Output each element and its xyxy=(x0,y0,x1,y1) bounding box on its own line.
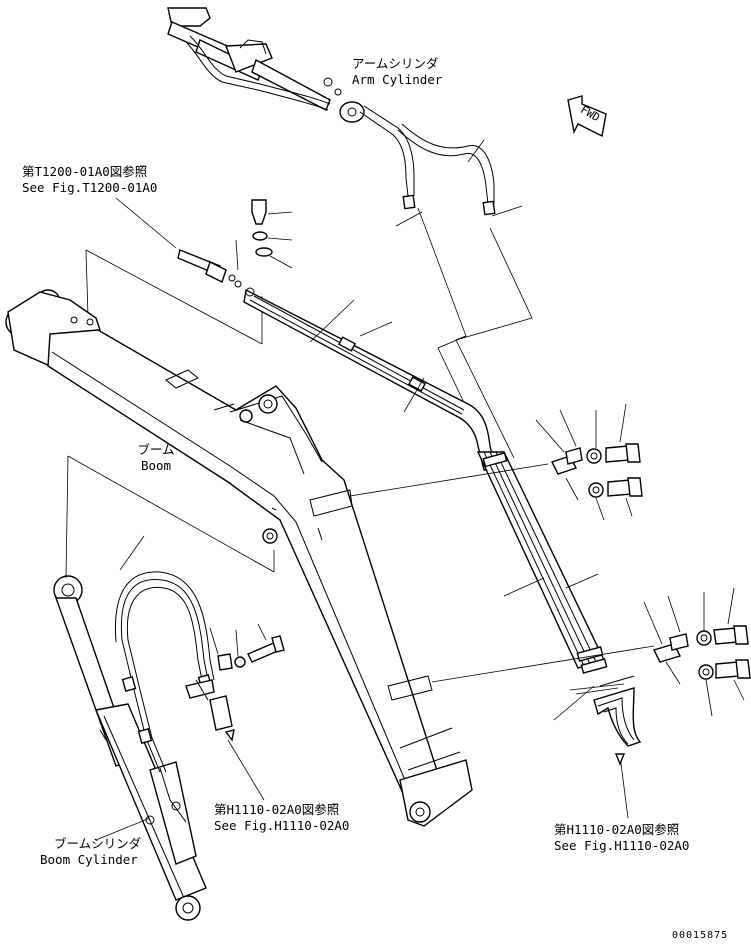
boom-cylinder xyxy=(53,455,275,921)
boom-label-jp: ブーム xyxy=(137,442,175,457)
boom-cylinder-label-en: Boom Cylinder xyxy=(40,852,138,867)
fwd-arrow-icon xyxy=(567,95,607,138)
ref-h1110-left-label-jp: 第H1110-02A0図参照 xyxy=(214,802,340,817)
clamp-bolt-set-upper xyxy=(535,403,643,521)
hose-fittings-right xyxy=(553,675,642,819)
ref-t1200-label-jp: 第T1200-01A0図参照 xyxy=(22,164,148,179)
drawing-number: 00015875 xyxy=(672,930,729,941)
ref-h1110-right-label-en: See Fig.H1110-02A0 xyxy=(554,838,690,853)
clamp-bolt-set-lower xyxy=(643,587,751,717)
boom-cylinder-hose xyxy=(114,535,285,801)
pipe-bundle xyxy=(476,451,608,674)
boom xyxy=(5,289,473,827)
arm-cylinder xyxy=(167,7,365,123)
ref-h1110-right-label-jp: 第H1110-02A0図参照 xyxy=(554,822,680,837)
ref-t1200-label-en: See Fig.T1200-01A0 xyxy=(22,180,158,195)
arm-cylinder-label-jp: アームシリンダ xyxy=(352,56,439,71)
arm-cylinder-label-en: Arm Cylinder xyxy=(352,72,443,87)
pin-assembly xyxy=(85,197,293,345)
connection-lines xyxy=(349,463,655,683)
ref-h1110-left-label-en: See Fig.H1110-02A0 xyxy=(214,818,350,833)
boom-label-en: Boom xyxy=(140,458,172,473)
boom-pipes xyxy=(243,287,497,471)
boom-cylinder-label-jp: ブームシリンダ xyxy=(54,836,142,851)
arm-hoses xyxy=(359,105,496,216)
